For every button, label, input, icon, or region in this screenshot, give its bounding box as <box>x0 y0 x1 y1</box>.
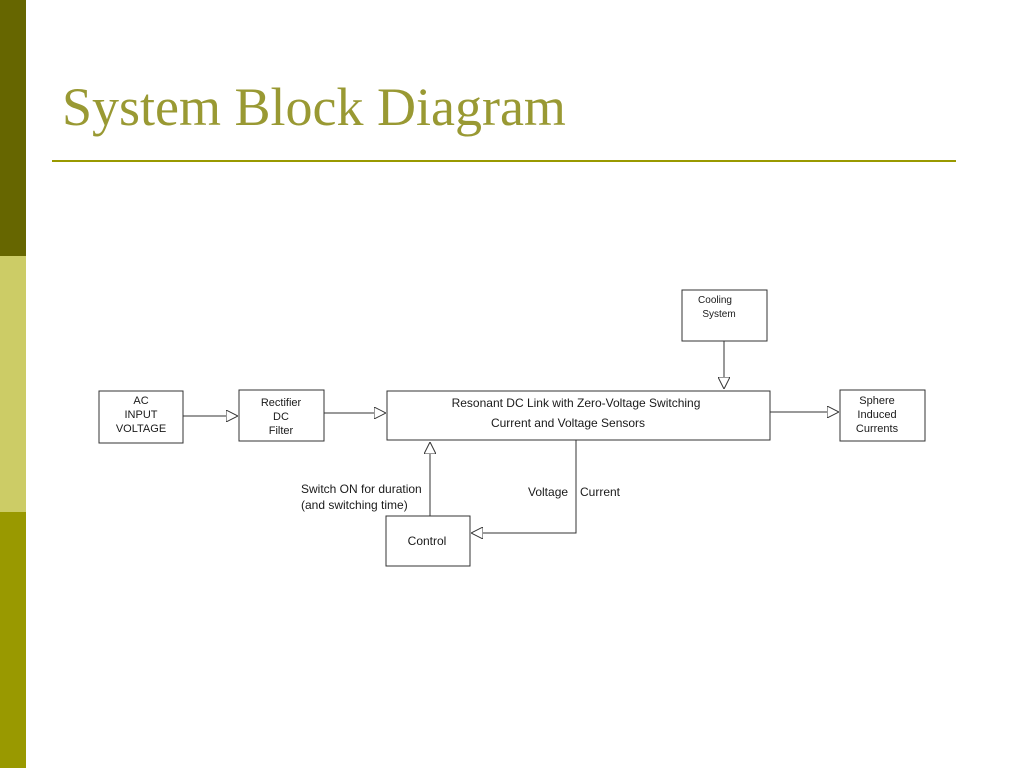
cooling-system-block <box>681 289 768 342</box>
rectifier-line: Rectifier <box>261 397 302 409</box>
rectifier-block <box>238 389 325 442</box>
control-label: Control <box>408 534 447 548</box>
rectifier-line: Filter <box>269 425 294 437</box>
title-underline <box>52 160 956 162</box>
cooling-line: System <box>702 309 735 320</box>
ac-input-block <box>98 390 184 444</box>
sphere-line: Currents <box>856 423 899 435</box>
cooling-line: Cooling <box>698 295 732 306</box>
resonant-dc-link-block <box>386 390 771 441</box>
sidebar-accent-top <box>0 0 26 256</box>
sidebar-accent-middle <box>0 256 26 512</box>
rectifier-line: DC <box>273 411 289 423</box>
switch-label-line: Switch ON for duration <box>301 482 422 496</box>
sensor-feedback-arrow <box>471 440 577 533</box>
ac-input-line: VOLTAGE <box>116 423 166 435</box>
sidebar-accent-bottom <box>0 512 26 768</box>
ac-input-line: AC <box>133 395 148 407</box>
resonant-link-line: Resonant DC Link with Zero-Voltage Switc… <box>452 396 701 410</box>
sphere-block <box>839 389 926 442</box>
voltage-label: Voltage <box>528 485 568 499</box>
sphere-line: Sphere <box>859 395 894 407</box>
current-label: Current <box>580 485 621 499</box>
switch-label-line: (and switching time) <box>301 498 408 512</box>
ac-input-line: INPUT <box>125 409 158 421</box>
control-block <box>385 515 471 567</box>
resonant-link-line: Current and Voltage Sensors <box>491 416 645 430</box>
sphere-line: Induced <box>857 409 896 421</box>
slide-title: System Block Diagram <box>62 77 566 137</box>
